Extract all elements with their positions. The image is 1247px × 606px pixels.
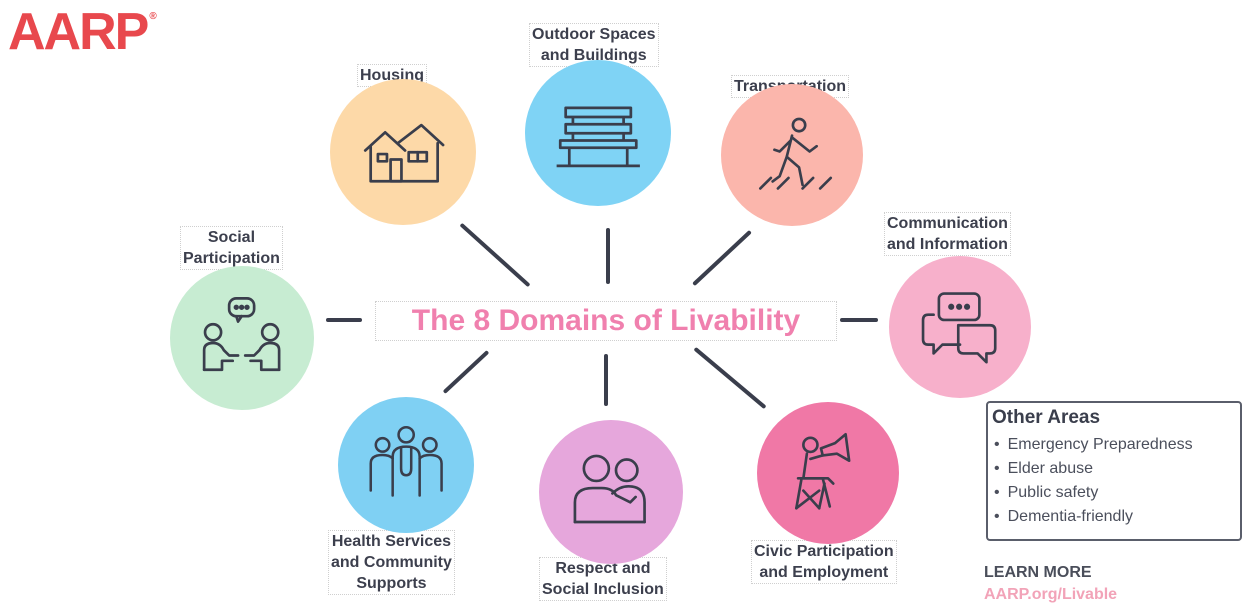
domain-circle-housing [330, 79, 476, 225]
learn-more: LEARN MORE AARP.org/Livable [984, 562, 1149, 606]
domain-circle-outdoor [525, 60, 671, 206]
domain-label-civic: Civic Participation and Employment [751, 540, 897, 584]
list-item: •Elder abuse [994, 460, 1093, 477]
medical-team-icon [369, 425, 443, 497]
connector-communication [840, 318, 878, 322]
connector-transport [692, 229, 752, 287]
domain-label-social: Social Participation [180, 226, 283, 270]
other-areas-box: Other Areas •Emergency Preparedness •Eld… [986, 401, 1242, 541]
domain-circle-communication [889, 256, 1031, 398]
domain-circle-respect [539, 420, 683, 564]
conversation-icon [203, 297, 281, 372]
connector-respect [604, 354, 608, 406]
pedestrian-icon [758, 117, 833, 190]
connector-housing [459, 222, 531, 288]
connector-outdoor [606, 228, 610, 284]
domain-label-respect: Respect and Social Inclusion [539, 557, 667, 601]
other-areas-title: Other Areas [992, 407, 1101, 428]
domain-circle-civic [757, 402, 899, 544]
center-title: The 8 Domains of Livability [375, 301, 837, 341]
connector-health [442, 350, 490, 394]
domain-circle-health [338, 397, 474, 533]
list-item: •Public safety [994, 484, 1099, 501]
list-item: •Dementia-friendly [994, 508, 1133, 525]
embrace-icon [573, 454, 647, 524]
domain-circle-transportation [721, 84, 863, 226]
domain-label-communication: Communication and Information [884, 212, 1011, 256]
house-icon [363, 123, 445, 183]
list-item: •Emergency Preparedness [994, 436, 1193, 453]
domain-label-health: Health Services and Community Supports [328, 530, 455, 595]
domain-circle-social [170, 266, 314, 410]
speech-bubbles-icon [921, 292, 997, 364]
aarp-logo: AARP® [8, 3, 157, 61]
learn-more-heading: LEARN MORE [984, 564, 1092, 581]
learn-more-link[interactable]: AARP.org/Livable [984, 586, 1118, 603]
connector-social [326, 318, 362, 322]
connector-civic [693, 346, 767, 410]
megaphone-person-icon [794, 432, 851, 510]
other-areas-list: •Emergency Preparedness •Elder abuse •Pu… [992, 433, 1240, 529]
bench-icon [556, 106, 640, 167]
